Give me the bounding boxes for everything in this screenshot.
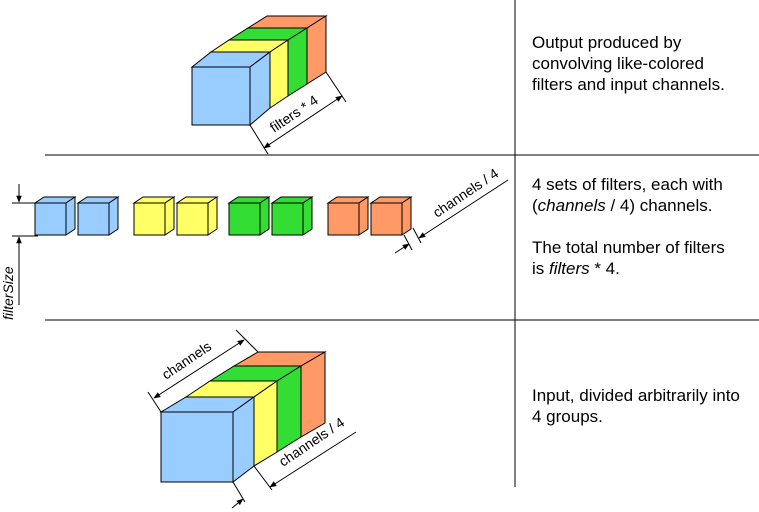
filter-cube-side <box>259 196 270 236</box>
filter-dim-label: channels / 4 <box>430 165 502 221</box>
output-slice-orange-side <box>306 15 327 85</box>
filter-cube-front <box>370 202 403 236</box>
output-slice-yellow-side <box>269 39 289 109</box>
filters-sets-em: channels <box>537 196 606 215</box>
filter-cube-orange <box>369 196 413 236</box>
filter-cube-blue <box>33 196 77 236</box>
filter-cube-front <box>271 202 304 236</box>
description-filters-sets: 4 sets of filters, each with (channels /… <box>532 174 737 216</box>
output-slice-blue-front <box>191 66 251 126</box>
filter-cube-side <box>358 196 369 236</box>
filter-cube-side <box>207 196 218 236</box>
input-channels-label: channels <box>159 338 214 383</box>
filter-cube-side <box>302 196 313 236</box>
filter-cube-front <box>77 202 110 236</box>
filter-cube-front <box>228 202 261 236</box>
filter-cube-side <box>164 196 175 236</box>
filter-cube-side <box>65 196 76 236</box>
input-tensor <box>159 351 327 484</box>
filter-size-label: filterSize <box>0 266 16 320</box>
output-dim-ext-2 <box>325 71 347 103</box>
input-channels-ext-2 <box>235 329 259 353</box>
filters-total-post: * 4. <box>589 259 620 278</box>
input-channels-ext-1 <box>147 391 162 413</box>
filter-cube-orange <box>326 196 370 236</box>
filter-dim-arrow-left <box>394 243 410 254</box>
filter-cube-yellow <box>175 196 219 236</box>
filter-cube-yellow <box>132 196 176 236</box>
filter-cube-blue <box>76 196 120 236</box>
input-slice-green-side <box>276 365 302 453</box>
output-dim-ext-1 <box>249 124 269 155</box>
output-dim-arrow <box>263 95 343 149</box>
output-tensor <box>190 15 328 127</box>
filter-cube-front <box>34 202 67 236</box>
description-filters-total: The total number of filters is filters *… <box>532 237 737 279</box>
filters-total-em: filters <box>549 259 590 278</box>
filter-cube-green <box>227 196 271 236</box>
filters-total-pre: The total number of filters is <box>532 238 725 278</box>
input-group-arrow-left <box>231 498 244 509</box>
output-slice-green-side <box>287 27 308 97</box>
filters-sets-post: / 4) channels. <box>605 196 713 215</box>
input-group-ext-1 <box>232 481 246 503</box>
filter-cube-front <box>133 202 166 236</box>
input-slice-blue-front <box>160 411 234 483</box>
input-group-ext-2 <box>253 465 273 491</box>
input-slice-blue-side <box>232 396 255 484</box>
filter-sets <box>33 196 413 236</box>
description-filters: 4 sets of filters, each with (channels /… <box>532 174 737 279</box>
description-input: Input, divided arbitrarily into 4 groups… <box>532 385 747 427</box>
filter-cube-front <box>176 202 209 236</box>
description-output: Output produced by convolving like-color… <box>532 32 742 95</box>
description-input-text: Input, divided arbitrarily into 4 groups… <box>532 386 740 426</box>
input-group-arrow-right <box>269 431 357 488</box>
filters-sets-pre: 4 sets of filters, each with ( <box>532 175 723 215</box>
filter-cube-side <box>401 196 412 236</box>
filter-dim-arrow-right <box>418 179 509 239</box>
filter-cube-side <box>108 196 119 236</box>
filter-cube-green <box>270 196 314 236</box>
description-output-text: Output produced by convolving like-color… <box>532 33 725 94</box>
filter-cube-front <box>327 202 360 236</box>
input-channels-arrow <box>153 339 245 399</box>
filter-dim-ext-2 <box>412 227 422 244</box>
filter-dim-ext-1 <box>403 234 413 251</box>
